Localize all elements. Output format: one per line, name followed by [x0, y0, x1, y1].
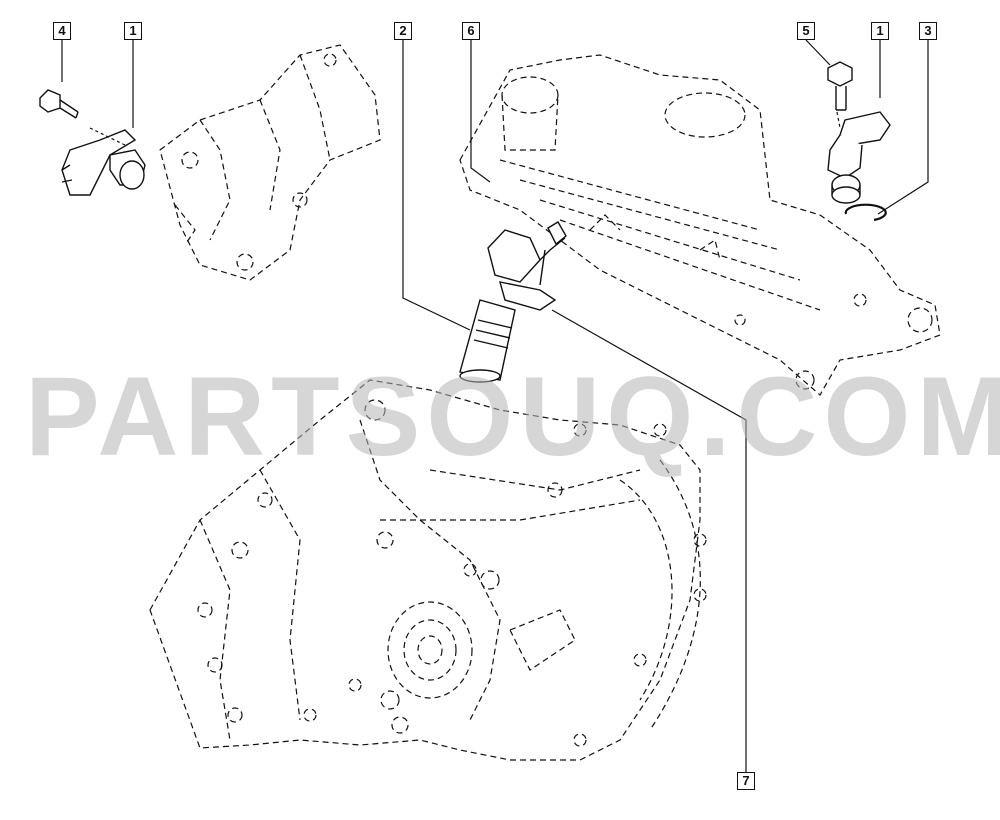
o-ring	[844, 203, 887, 222]
callout-7[interactable]: 7	[737, 772, 755, 790]
right-sensor	[827, 111, 891, 204]
left-bracket-housing	[159, 44, 381, 281]
callout-1-right[interactable]: 1	[871, 22, 889, 40]
center-sensor	[459, 221, 567, 383]
callout-2[interactable]: 2	[394, 22, 412, 40]
leader-lines	[61, 39, 929, 772]
right-bolt	[827, 61, 853, 111]
left-bolt	[39, 89, 79, 119]
gearbox-housing	[149, 379, 707, 761]
callout-6[interactable]: 6	[462, 22, 480, 40]
callout-4-left[interactable]: 4	[53, 22, 71, 40]
callout-3[interactable]: 3	[919, 22, 937, 40]
callout-1-left[interactable]: 1	[124, 22, 142, 40]
left-sensor	[61, 129, 146, 196]
callout-5[interactable]: 5	[797, 22, 815, 40]
right-cylinder-head	[459, 54, 941, 396]
